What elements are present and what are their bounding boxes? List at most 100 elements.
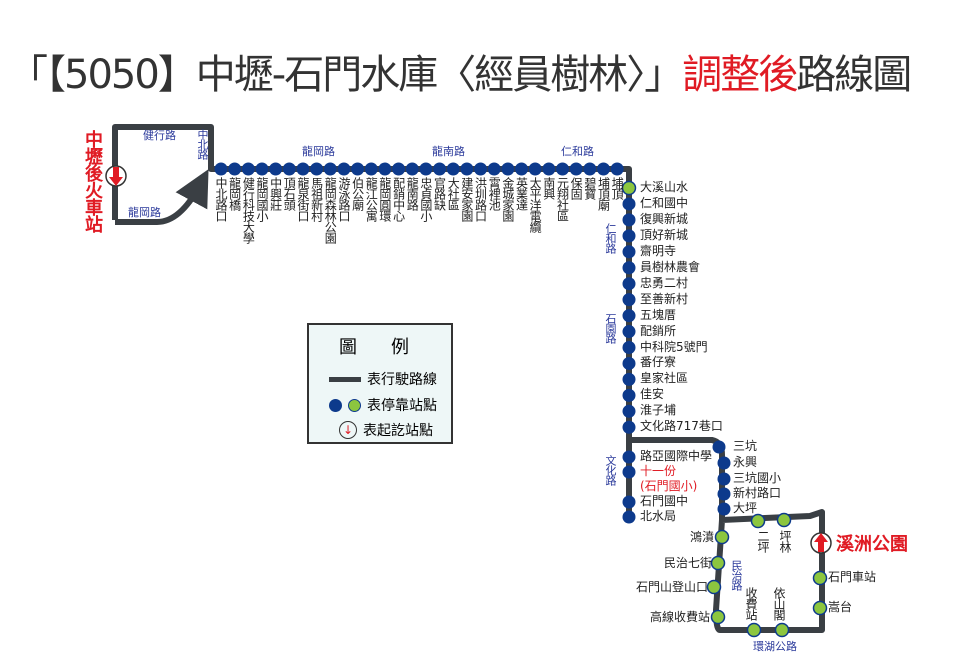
title-suffix: 路線圖 xyxy=(796,52,912,98)
stop-dot-yishange xyxy=(774,622,790,638)
stop-label: 高線收費站 xyxy=(650,610,711,624)
stop-dot xyxy=(405,162,419,176)
title-main: 「【5050】中壢-石門水庫〈經員樹林〉」 xyxy=(8,52,684,98)
stop-dot xyxy=(569,162,583,176)
stop-dot xyxy=(622,213,636,227)
stop-label: 游泳路口 xyxy=(336,177,351,221)
stop-label: 中北路口 xyxy=(214,177,228,221)
stop-label: 石門山登山口 xyxy=(636,580,709,594)
stop-dot-erping xyxy=(750,513,766,529)
start-terminal-label: 中壢後火車站 xyxy=(82,130,103,232)
title-highlight: 調整後 xyxy=(682,52,798,98)
stop-label: 大社區 xyxy=(446,177,461,210)
stop-label: 路亞國際中學 xyxy=(640,449,713,463)
stop-label: 收費站 xyxy=(744,587,758,620)
stop-label: 建安家園 xyxy=(459,177,474,221)
stop-dot xyxy=(255,162,269,176)
terminal-icon: ↓ xyxy=(339,421,357,439)
start-marker xyxy=(105,165,127,187)
stop-label: 新村路口 xyxy=(733,486,782,500)
stop-label: 大坪 xyxy=(733,501,758,515)
legend-title: 圖例 xyxy=(339,337,443,358)
stop-dot xyxy=(214,162,228,176)
stop-dot-shoufei xyxy=(746,622,762,638)
stop-dot xyxy=(282,162,296,176)
stop-dot-shimenshan xyxy=(706,579,722,595)
stop-dot xyxy=(622,309,636,323)
stop-label: 保固 xyxy=(569,177,584,199)
stop-label: 鴻濆 xyxy=(690,530,715,544)
stop-dot xyxy=(622,245,636,259)
stop-dot xyxy=(622,229,636,243)
stop-label: 中科院5號門 xyxy=(640,339,708,354)
stop-dot xyxy=(583,162,597,176)
stop-dot xyxy=(323,162,337,176)
stop-label: 埔頂 xyxy=(610,177,625,199)
stop-label: 金城家園 xyxy=(500,177,515,221)
stop-label: 伯公廟 xyxy=(350,177,365,210)
stop-label: 健行科技大學 xyxy=(241,177,256,243)
stop-label: 頂好新城 xyxy=(640,227,689,242)
end-terminal-label: 溪洲公園 xyxy=(836,534,908,555)
stop-label: 至善新村 xyxy=(640,291,689,306)
stop-dot xyxy=(433,162,447,176)
stop-dot xyxy=(501,162,515,176)
stop-label: 北水局 xyxy=(640,509,677,523)
stop-label: 官路缺 xyxy=(432,177,447,210)
stop-dot xyxy=(717,456,731,470)
stop-dot xyxy=(364,162,378,176)
end-marker xyxy=(810,532,832,554)
road-renhe-top: 仁和路 xyxy=(561,145,594,158)
page-title: 「【5050】中壢-石門水庫〈經員樹林〉」調整後路線圖 xyxy=(8,42,912,100)
stop-dot xyxy=(622,388,636,402)
stop-dot xyxy=(269,162,283,176)
stop-label: 仁和國中 xyxy=(640,195,689,210)
route-line-icon xyxy=(329,376,361,382)
stop-label: 永興 xyxy=(733,455,758,469)
stop-dot xyxy=(712,440,726,454)
stop-dot xyxy=(310,162,324,176)
road-zhongbei: 中北路 xyxy=(196,129,209,159)
stop-dot-shimen_station xyxy=(812,570,828,586)
stop-dot-hongfen xyxy=(714,529,730,545)
stop-label: 依山閣 xyxy=(772,587,786,620)
stop-dot xyxy=(622,495,636,509)
stop-label: 碧寶 xyxy=(582,177,597,199)
stop-label: 石門國中 xyxy=(640,494,689,508)
stop-label: 大溪山水 xyxy=(640,180,689,194)
stop-dot xyxy=(622,261,636,275)
stop-label: 十一份 xyxy=(640,464,677,478)
stop-label: 坪林 xyxy=(778,530,792,552)
road-longgang-left: 龍岡路 xyxy=(128,206,161,219)
road-minzhi: 民治路 xyxy=(730,560,743,590)
road-longgang: 龍岡路 xyxy=(302,145,335,158)
stop-label: 霄裡池 xyxy=(487,177,502,210)
stop-dot xyxy=(515,162,529,176)
stop-dot xyxy=(474,162,488,176)
stop-dot xyxy=(622,325,636,339)
stop-label: 埔頂廟 xyxy=(596,177,611,210)
road-jianxing: 健行路 xyxy=(143,129,176,142)
legend-terminal-label: 表起訖站點 xyxy=(363,423,433,439)
stop-label: 南興 xyxy=(541,177,556,199)
stop-dot xyxy=(717,472,731,486)
stop-dot xyxy=(528,162,542,176)
stop-dot-gaoxian xyxy=(710,609,726,625)
stop-dot xyxy=(228,162,242,176)
road-shiyuan: 石園路 xyxy=(604,313,617,343)
stop-dot xyxy=(622,277,636,291)
legend: 圖例 表行駛路線 表停靠站點 ↓表起訖站點 xyxy=(307,323,453,444)
road-longnan: 龍南路 xyxy=(432,145,465,158)
stop-label: 員樹林農會 xyxy=(640,259,701,274)
stop-label: 二坪 xyxy=(756,530,770,552)
stop-label: 配銷所 xyxy=(640,323,677,338)
stop-dot xyxy=(622,465,636,479)
stop-label: 配銷中心 xyxy=(391,177,406,221)
stop-dot xyxy=(622,450,636,464)
stop-dot xyxy=(542,162,556,176)
stop-label: 龍岡國小 xyxy=(254,177,269,221)
stop-dot xyxy=(337,162,351,176)
stop-label: 中興莊 xyxy=(268,177,283,210)
stop-dot xyxy=(296,162,310,176)
